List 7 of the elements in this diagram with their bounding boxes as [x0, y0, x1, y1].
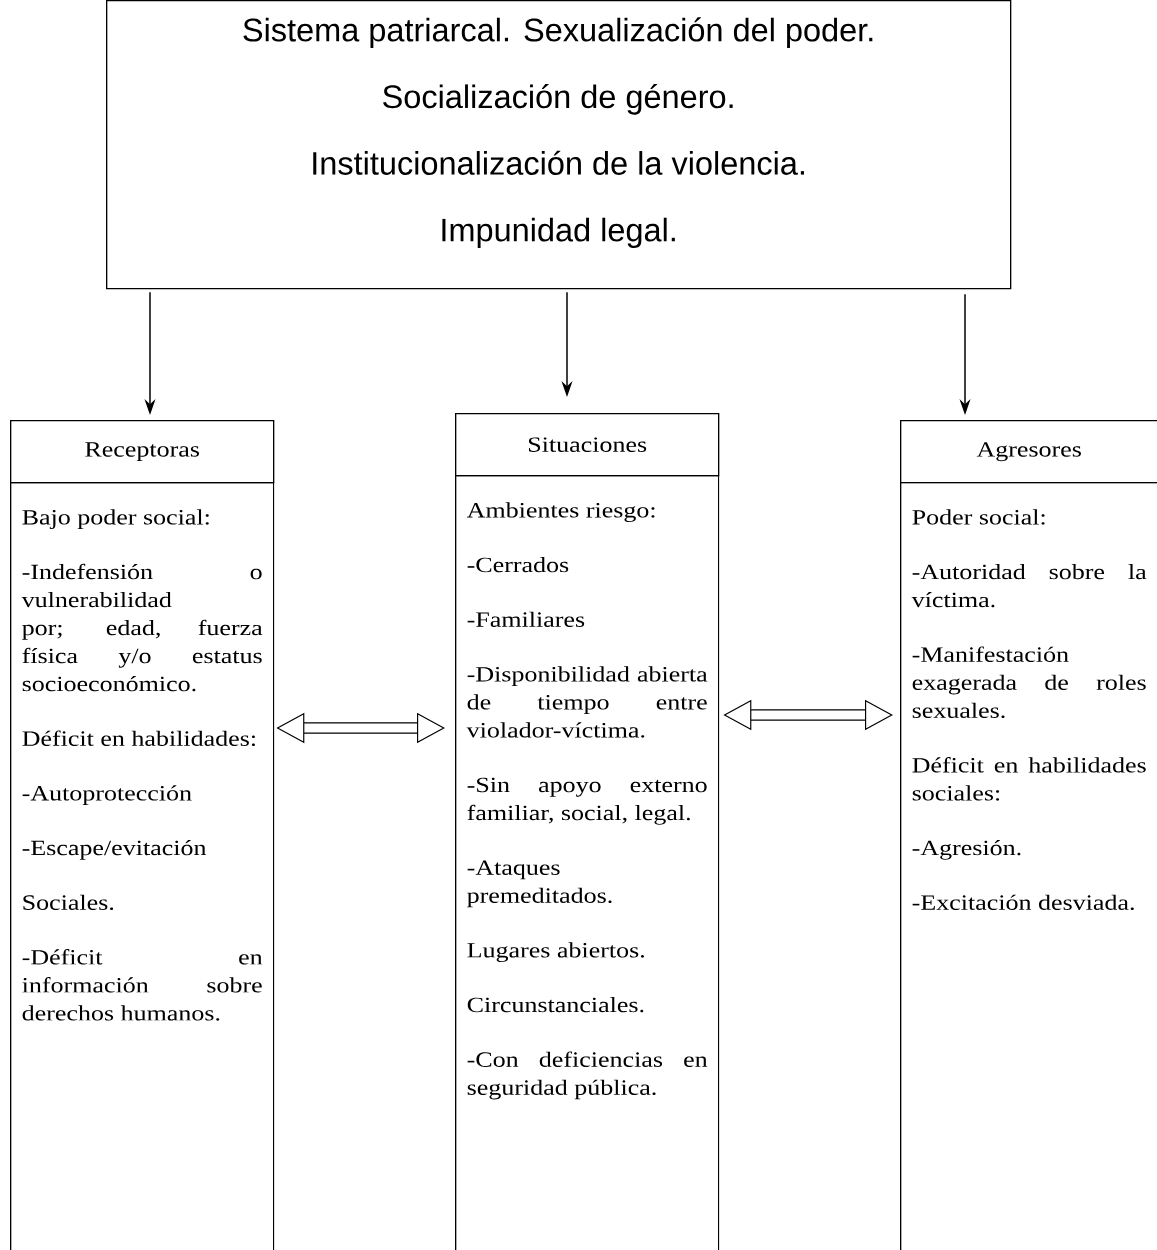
column-header: Agresores	[900, 420, 1157, 484]
column-box: Bajo poder social: -Indefensión o vulnerabilidad por; edad, fuerza física y/o estatus socioeconómico. Déficit en habilidades: -Autoprotección -Escape/evitación Sociales. -Déficit en información sobre derechos humanos.	[10, 482, 275, 1250]
column-box: Poder social: -Autoridad sobre la víctima. -Manifestación exagerada de roles sexuales. Déficit en habilidades sociales: -Agresión. -Excitación desviada.	[900, 482, 1157, 1250]
column-header: Receptoras	[10, 420, 275, 484]
heading-box: Sistema patriarcal. Sexualización del poder. Socialización de género. Institucionalización de la violencia. Impunidad legal.	[106, 0, 1012, 290]
column-header: Situaciones	[455, 413, 720, 477]
column-box: Ambientes riesgo: -Cerrados -Familiares -Disponibilidad abierta de tiempo entre violador-víctima. -Sin apoyo externo familiar, social, legal. -Ataques premeditados. Lugares abiertos. Circunstanciales. -Con deficiencias en seguridad pública.	[455, 475, 720, 1250]
